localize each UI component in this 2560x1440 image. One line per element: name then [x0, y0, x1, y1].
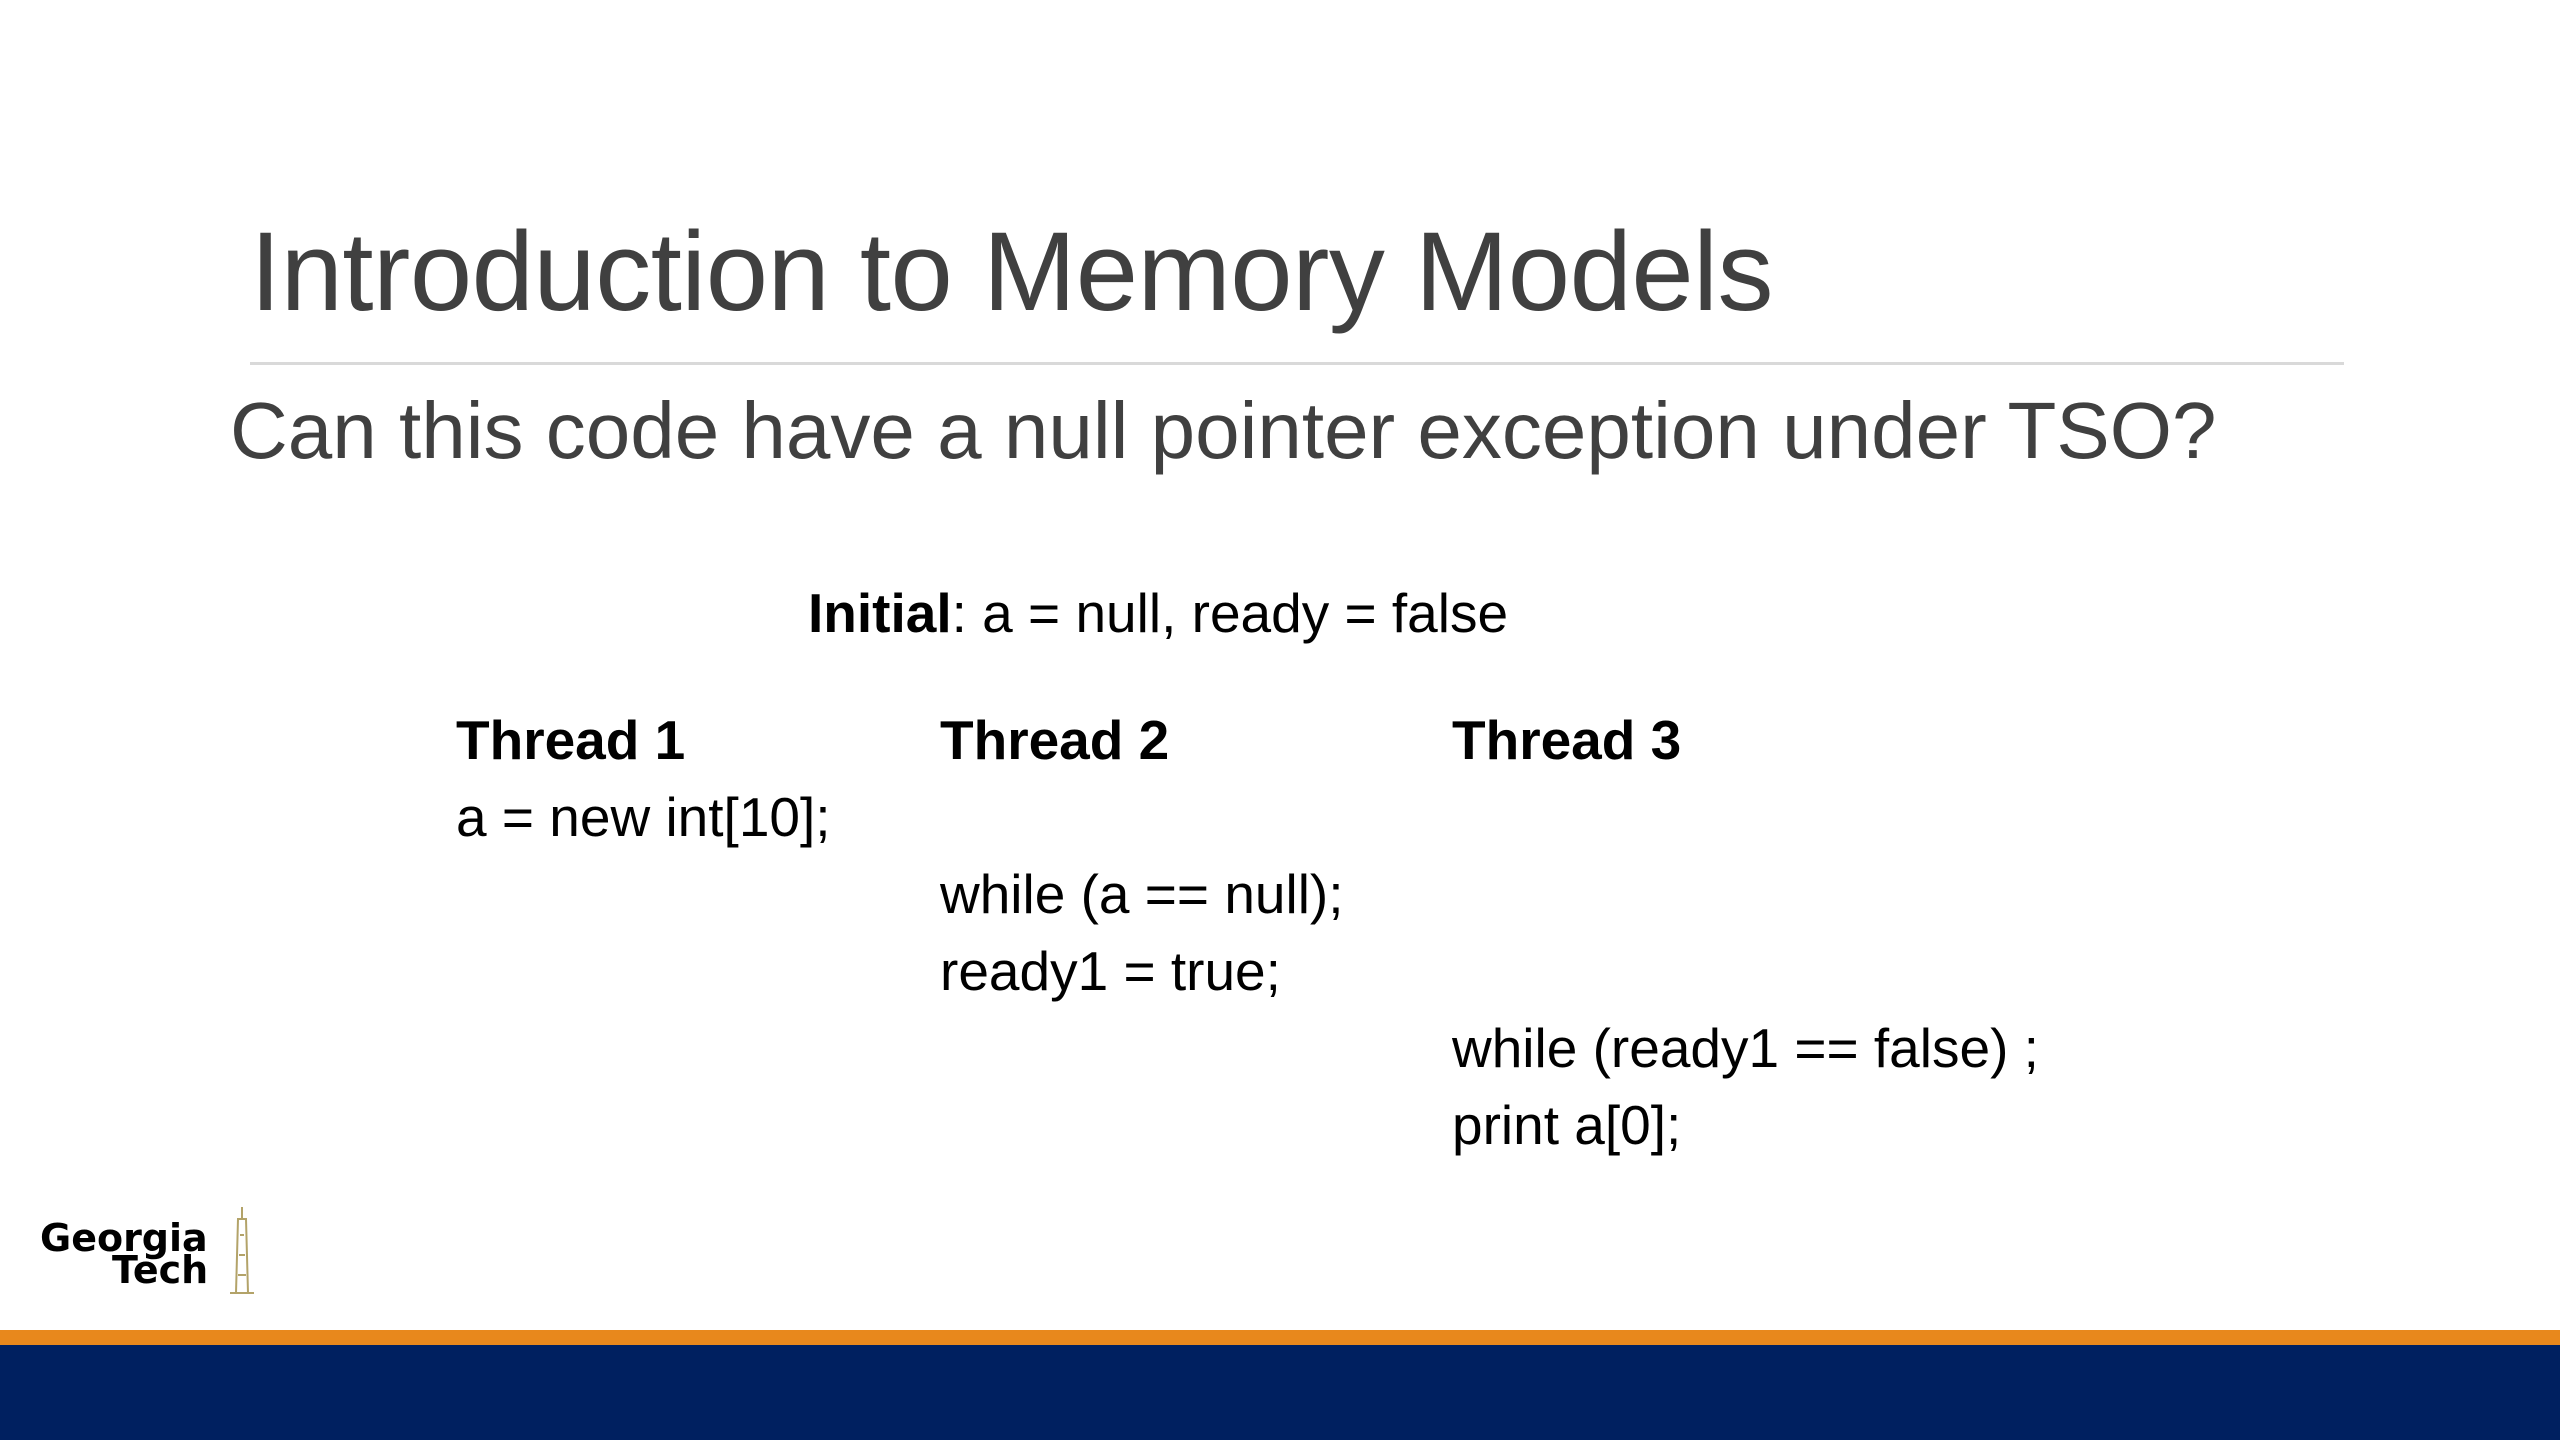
- slide-title: Introduction to Memory Models: [250, 209, 1774, 334]
- footer-orange-stripe: [0, 1330, 2560, 1345]
- initial-values: : a = null, ready = false: [951, 582, 1509, 644]
- footer-navy-band: [0, 1345, 2560, 1440]
- title-divider: [250, 362, 2344, 365]
- thread-2-header: Thread 2: [940, 709, 1170, 771]
- slide-question: Can this code have a null pointer except…: [230, 386, 2217, 475]
- thread-2-line-2: ready1 = true;: [940, 940, 1281, 1002]
- georgia-tech-logo: Georgia Tech: [40, 1205, 260, 1305]
- thread-1-line-1: a = new int[10];: [456, 786, 831, 848]
- logo-line-1: Georgia: [40, 1216, 208, 1260]
- initial-conditions: Initial: a = null, ready = false: [808, 578, 1508, 648]
- initial-label: Initial: [808, 582, 952, 644]
- logo-line-2: Tech: [112, 1248, 209, 1292]
- tech-tower-icon: [230, 1207, 254, 1294]
- thread-3-header: Thread 3: [1452, 709, 1682, 771]
- thread-3-line-2: print a[0];: [1452, 1094, 1682, 1156]
- thread-1-header: Thread 1: [456, 709, 686, 771]
- thread-2-line-1: while (a == null);: [940, 863, 1344, 925]
- thread-3-line-1: while (ready1 == false) ;: [1452, 1017, 2039, 1079]
